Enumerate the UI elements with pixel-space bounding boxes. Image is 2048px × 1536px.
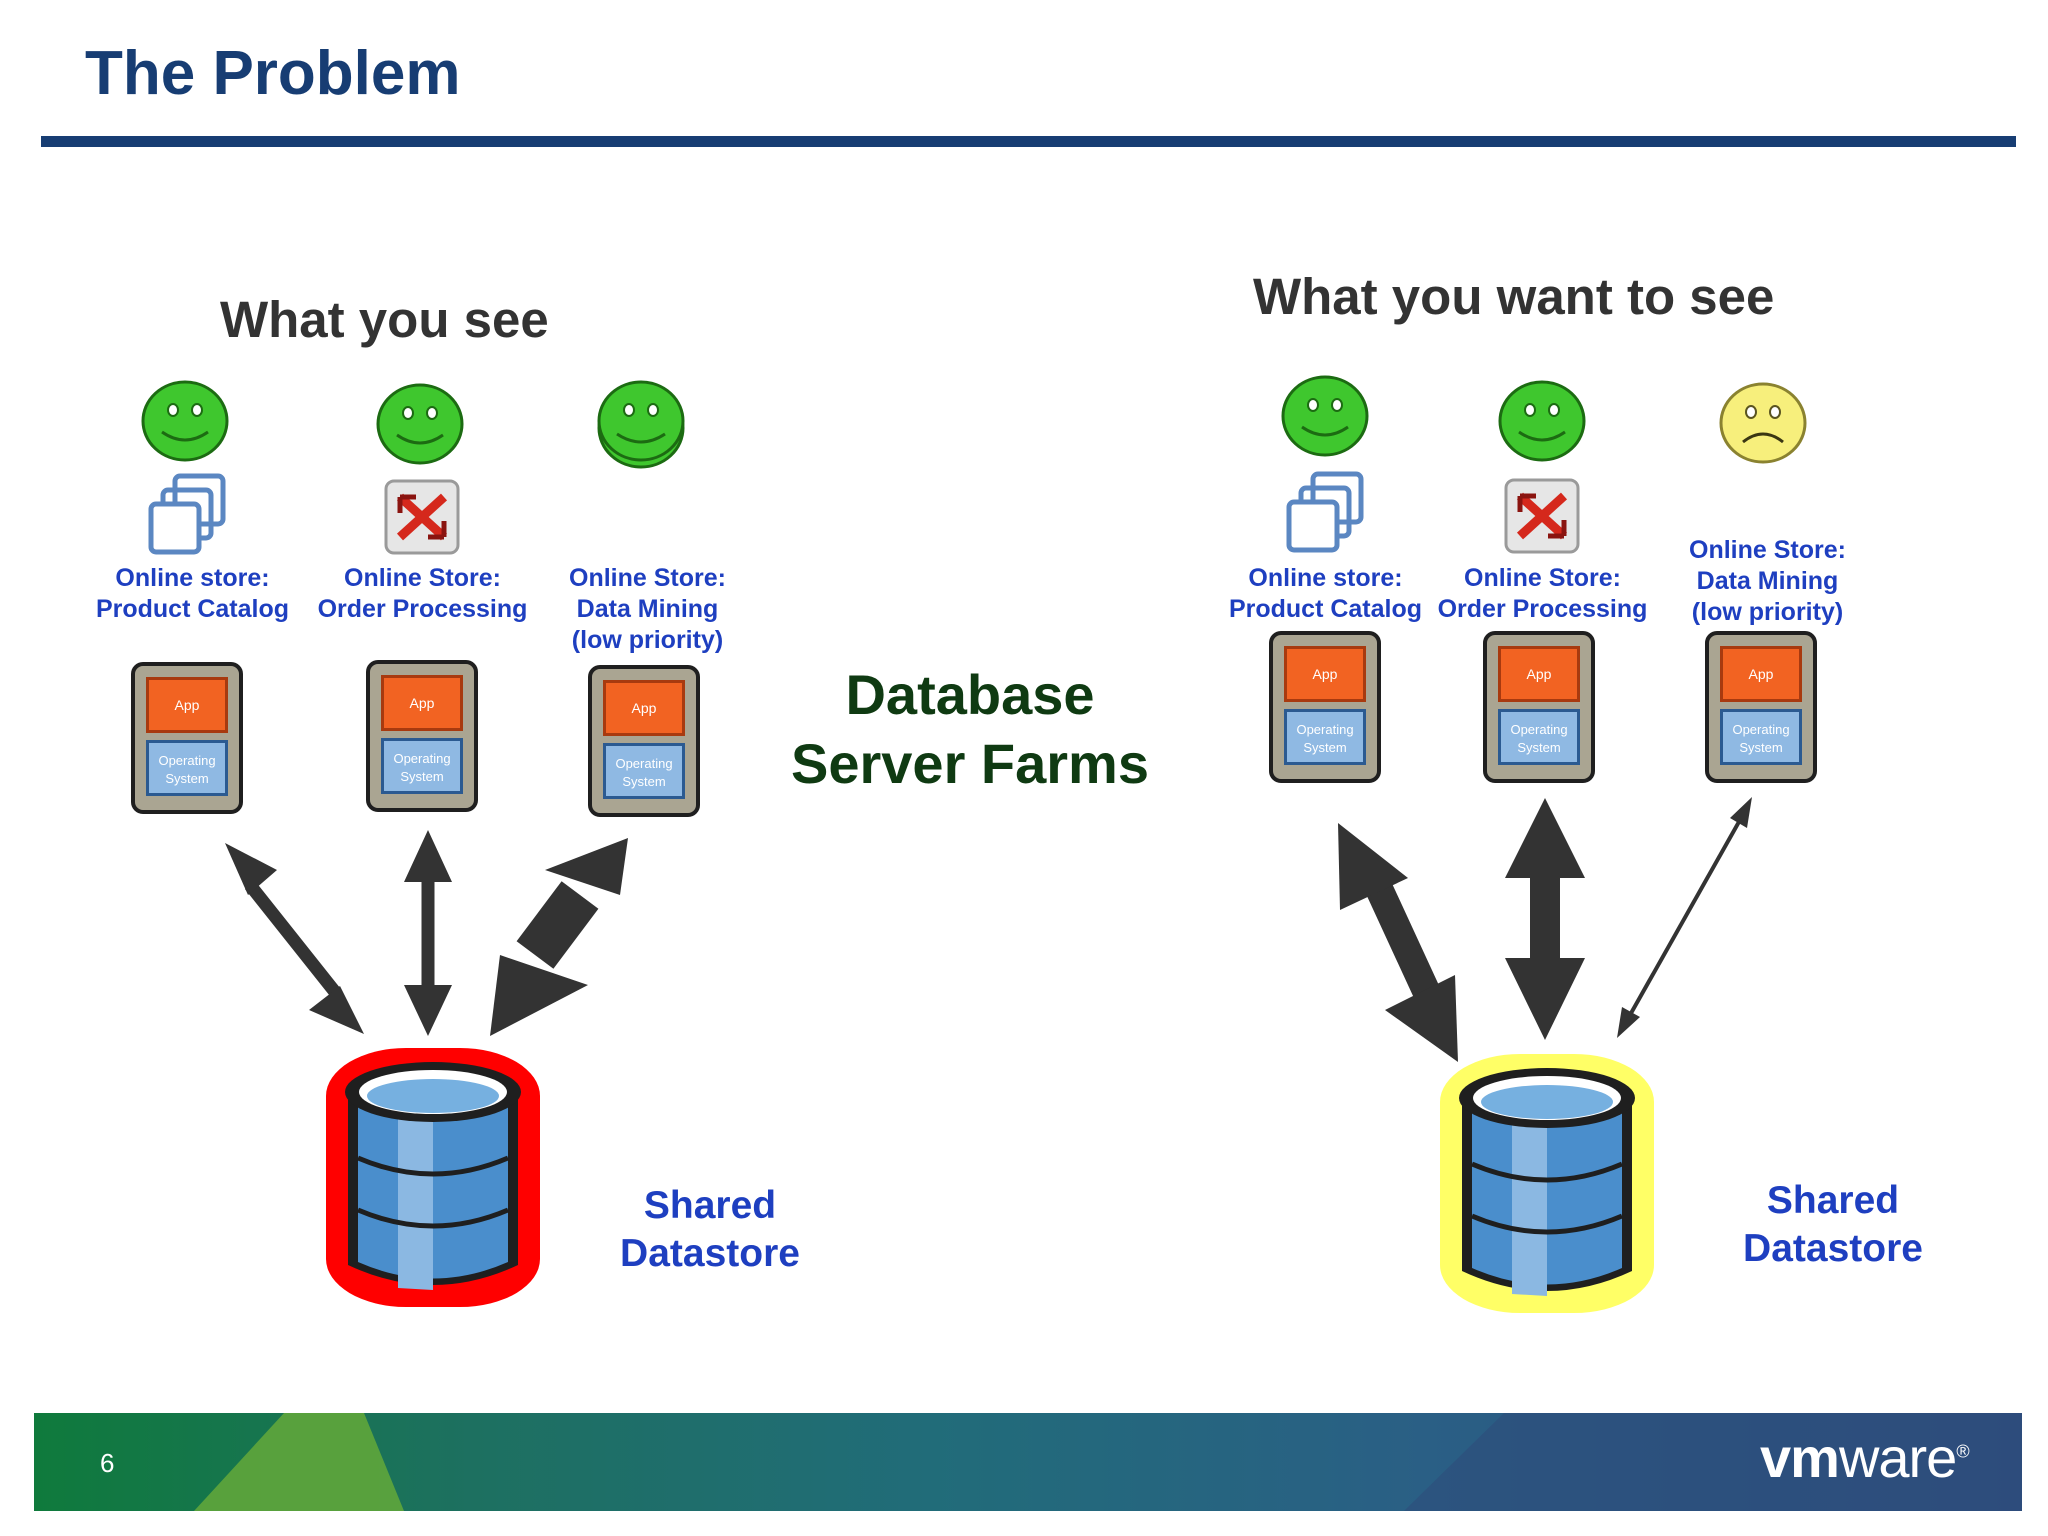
- vm-label-product-catalog: Online store: Product Catalog: [80, 563, 305, 625]
- arrow-order-processing: [404, 830, 452, 1036]
- app-layer: App: [1498, 646, 1580, 702]
- arrow-data-mining: [1617, 797, 1752, 1038]
- vm-label-line: Order Processing: [317, 595, 528, 623]
- app-layer: App: [603, 680, 685, 736]
- os-layer-line: Operating: [615, 756, 673, 771]
- vm-label-line: Online Store:: [569, 564, 726, 592]
- vm-label-data-mining: Online Store: Data Mining (low priority): [1655, 535, 1880, 628]
- os-layer-line: Operating: [393, 751, 451, 766]
- footer-bar: [34, 1413, 2022, 1511]
- center-label-line-1: Database: [845, 663, 1095, 726]
- happy-face-icon: [1281, 375, 1369, 457]
- page-number: 6: [100, 1448, 115, 1478]
- os-layer-line: System: [1517, 740, 1561, 755]
- vm-stack-icon: [148, 473, 226, 555]
- title-divider: [41, 136, 2016, 147]
- sad-face-icon: [1719, 382, 1807, 464]
- vm-label-line: Order Processing: [1437, 595, 1648, 623]
- logo-light-part: ware: [1838, 1426, 1957, 1489]
- logo-registered-mark: ®: [1956, 1441, 1969, 1462]
- vm-label-line: Online Store:: [1464, 564, 1621, 592]
- right-panel-heading: What you want to see: [1253, 268, 1775, 325]
- os-layer-line: System: [400, 769, 444, 784]
- logo-bold-part: vm: [1760, 1426, 1840, 1489]
- shared-datastore-icon: [326, 1048, 540, 1307]
- vm-label-line: Online Store:: [344, 564, 501, 592]
- vm-label-line: Data Mining: [1696, 567, 1839, 595]
- datastore-label-line: Datastore: [620, 1232, 800, 1275]
- os-layer-line: Operating: [1296, 722, 1354, 737]
- app-layer: App: [146, 677, 228, 733]
- happy-face-icon: [1498, 380, 1586, 462]
- exchange-icon: [1504, 478, 1580, 554]
- exchange-icon: [384, 479, 460, 555]
- app-layer: App: [1720, 646, 1802, 702]
- happy-face-icon: [376, 383, 464, 465]
- happy-face-icon: [141, 380, 229, 462]
- shared-datastore-icon: [1440, 1054, 1654, 1313]
- vm-label-line: Product Catalog: [1228, 595, 1423, 623]
- app-layer: App: [381, 675, 463, 731]
- vm-label-line: Online store:: [1248, 564, 1403, 592]
- shared-datastore-label: Shared Datastore: [610, 1182, 810, 1278]
- vm-stack-icon: [1286, 471, 1364, 553]
- os-layer-line: System: [1303, 740, 1347, 755]
- vm-label-line: Product Catalog: [95, 595, 290, 623]
- os-layer-line: System: [622, 774, 666, 789]
- os-layer-line: System: [1739, 740, 1783, 755]
- footer-decoration: [194, 1413, 2022, 1511]
- vm-label-order-processing: Online Store: Order Processing: [1430, 563, 1655, 625]
- left-panel-heading: What you see: [220, 291, 549, 348]
- vm-label-order-processing: Online Store: Order Processing: [310, 563, 535, 625]
- vmware-logo: vmware®: [1760, 1425, 1970, 1490]
- arrow-product-catalog: [225, 843, 364, 1034]
- shared-datastore-label: Shared Datastore: [1733, 1177, 1933, 1273]
- center-label: Database Server Farms: [785, 660, 1155, 798]
- os-layer-line: Operating: [1510, 722, 1568, 737]
- vm-label-line: Online store:: [115, 564, 270, 592]
- happy-face-icon: [597, 380, 685, 469]
- vm-label-line: Online Store:: [1689, 536, 1846, 564]
- vm-label-product-catalog: Online store: Product Catalog: [1213, 563, 1438, 625]
- datastore-label-line: Datastore: [1743, 1227, 1923, 1270]
- datastore-label-line: Shared: [643, 1184, 777, 1227]
- app-layer: App: [1284, 646, 1366, 702]
- slide-title: The Problem: [85, 39, 461, 108]
- arrow-data-mining: [490, 838, 628, 1036]
- vm-label-data-mining: Online Store: Data Mining (low priority): [535, 563, 760, 656]
- vm-label-line: (low priority): [571, 626, 724, 654]
- arrow-product-catalog: [1338, 823, 1458, 1062]
- arrow-order-processing: [1505, 798, 1585, 1040]
- os-layer-line: System: [165, 771, 209, 786]
- datastore-label-line: Shared: [1766, 1179, 1900, 1222]
- os-layer-line: Operating: [1732, 722, 1790, 737]
- vm-label-line: (low priority): [1691, 598, 1844, 626]
- center-label-line-2: Server Farms: [790, 732, 1149, 795]
- os-layer-line: Operating: [158, 753, 216, 768]
- vm-label-line: Data Mining: [576, 595, 719, 623]
